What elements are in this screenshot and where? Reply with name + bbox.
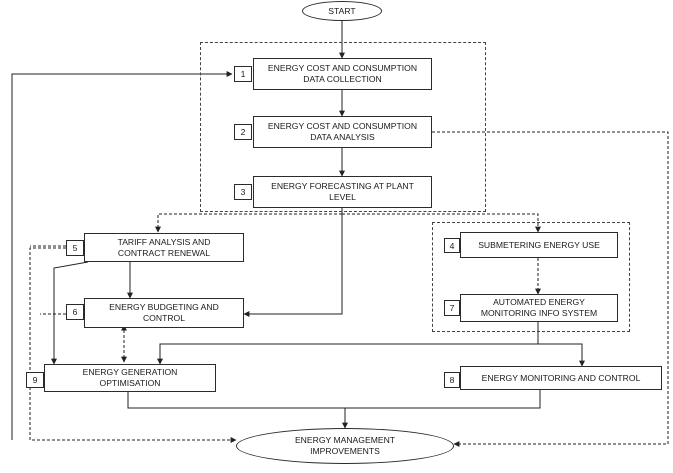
step-1-label: ENERGY COST AND CONSUMPTION DATA COLLECT… <box>267 63 418 84</box>
step-4-number: 4 <box>444 238 460 253</box>
edge-5-9 <box>51 261 89 365</box>
step-5-box: TARIFF ANALYSIS AND CONTRACT RENEWAL <box>84 233 244 262</box>
step-3-label: ENERGY FORECASTING AT PLANT LEVEL <box>271 181 414 202</box>
step-6-label: ENERGY BUDGETING AND CONTROL <box>109 302 219 323</box>
step-8-label: ENERGY MONITORING AND CONTROL <box>481 372 641 383</box>
step-6-number: 6 <box>66 304 84 320</box>
step-7-number: 7 <box>444 300 460 316</box>
edge-7-8 <box>538 343 585 367</box>
edge-3-4 <box>342 213 541 233</box>
edge-5-end <box>29 247 237 443</box>
step-2-number: 2 <box>234 124 252 140</box>
step-6-box: ENERGY BUDGETING AND CONTROL <box>84 298 244 328</box>
edge-9-end <box>127 392 348 429</box>
step-9-box: ENERGY GENERATION OPTIMISATION <box>44 364 216 392</box>
edge-8-end <box>345 390 541 409</box>
edge-3-6 <box>243 208 343 317</box>
step-2-label: ENERGY COST AND CONSUMPTION DATA ANALYSI… <box>267 121 418 142</box>
data-analysis-group <box>200 42 486 212</box>
step-8-number: 8 <box>444 372 460 388</box>
edge-2-end <box>432 131 669 447</box>
step-7-label: AUTOMATED ENERGY MONITORING INFO SYSTEM <box>480 297 598 318</box>
step-4-label: SUBMETERING ENERGY USE <box>478 239 600 250</box>
step-9-label: ENERGY GENERATION OPTIMISATION <box>82 367 178 388</box>
step-5-label: TARIFF ANALYSIS AND CONTRACT RENEWAL <box>117 236 211 258</box>
step-2-box: ENERGY COST AND CONSUMPTION DATA ANALYSI… <box>253 116 432 148</box>
edge-7-split <box>157 320 539 365</box>
step-5-number: 5 <box>66 240 84 256</box>
step-3-box: ENERGY FORECASTING AT PLANT LEVEL <box>253 176 432 208</box>
edge-3-split <box>155 213 342 233</box>
step-3-number: 3 <box>234 184 252 200</box>
step-7-box: AUTOMATED ENERGY MONITORING INFO SYSTEM <box>460 294 618 322</box>
start-terminal: START <box>302 1 382 21</box>
end-terminal: ENERGY MANAGEMENT IMPROVEMENTS <box>236 428 454 464</box>
step-1-number: 1 <box>234 66 252 82</box>
monitoring-group <box>432 222 630 332</box>
step-4-box: SUBMETERING ENERGY USE <box>460 232 618 258</box>
step-1-box: ENERGY COST AND CONSUMPTION DATA COLLECT… <box>253 58 432 90</box>
edge-feedback-1 <box>11 71 233 440</box>
step-8-box: ENERGY MONITORING AND CONTROL <box>460 366 662 390</box>
step-9-number: 9 <box>26 372 44 388</box>
